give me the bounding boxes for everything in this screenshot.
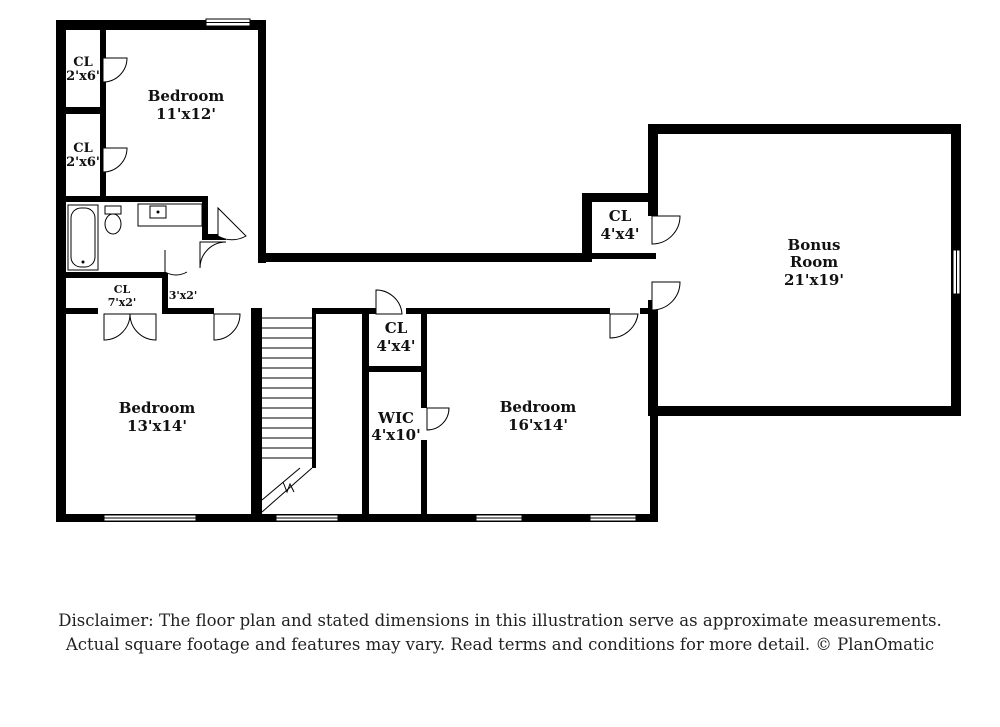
room-bedroom-2-name: Bedroom [119,399,196,417]
room-bedroom-3-dims: 16'x14' [508,416,568,434]
disclaimer-line-1: Disclaimer: The floor plan and stated di… [58,611,942,630]
floor-plan: Bedroom 11'x12' Bedroom 13'x14' Bedroom … [56,18,961,522]
closet-5-name: CL [609,207,632,225]
room-bonus-name: Bonus [788,236,841,254]
closet-2-dims: 2'x6' [66,155,100,170]
closet-3-dims: 7'x2' [108,296,137,309]
closet-labels: CL 2'x6' CL 2'x6' CL 7'x2' 3'x2' CL 4'x4… [66,55,639,444]
room-bedroom-2-dims: 13'x14' [127,417,187,435]
closet-4-dims: 3'x2' [169,289,198,302]
closet-1-name: CL [73,55,93,70]
bathroom-fixtures [67,203,203,271]
closet-6-name: CL [385,319,408,337]
room-labels: Bedroom 11'x12' Bedroom 13'x14' Bedroom … [119,87,844,435]
closet-1-dims: 2'x6' [66,69,100,84]
room-bedroom-1-dims: 11'x12' [156,105,216,123]
disclaimer-line-2: Actual square footage and features may v… [65,635,935,654]
closet-6-dims: 4'x4' [376,337,415,355]
room-bedroom-3-name: Bedroom [500,398,577,416]
room-bonus-name-line2: Room [790,253,838,271]
staircase [261,317,313,513]
doors [102,57,681,431]
closet-3-name: CL [114,283,131,296]
closet-wic-dims: 4'x10' [371,426,420,444]
closet-5-dims: 4'x4' [600,225,639,243]
closet-2-name: CL [73,141,93,156]
walls [56,20,961,522]
windows [103,18,961,522]
room-bonus-dims: 21'x19' [784,271,844,289]
closet-wic-name: WIC [377,409,414,427]
room-bedroom-1-name: Bedroom [148,87,225,105]
